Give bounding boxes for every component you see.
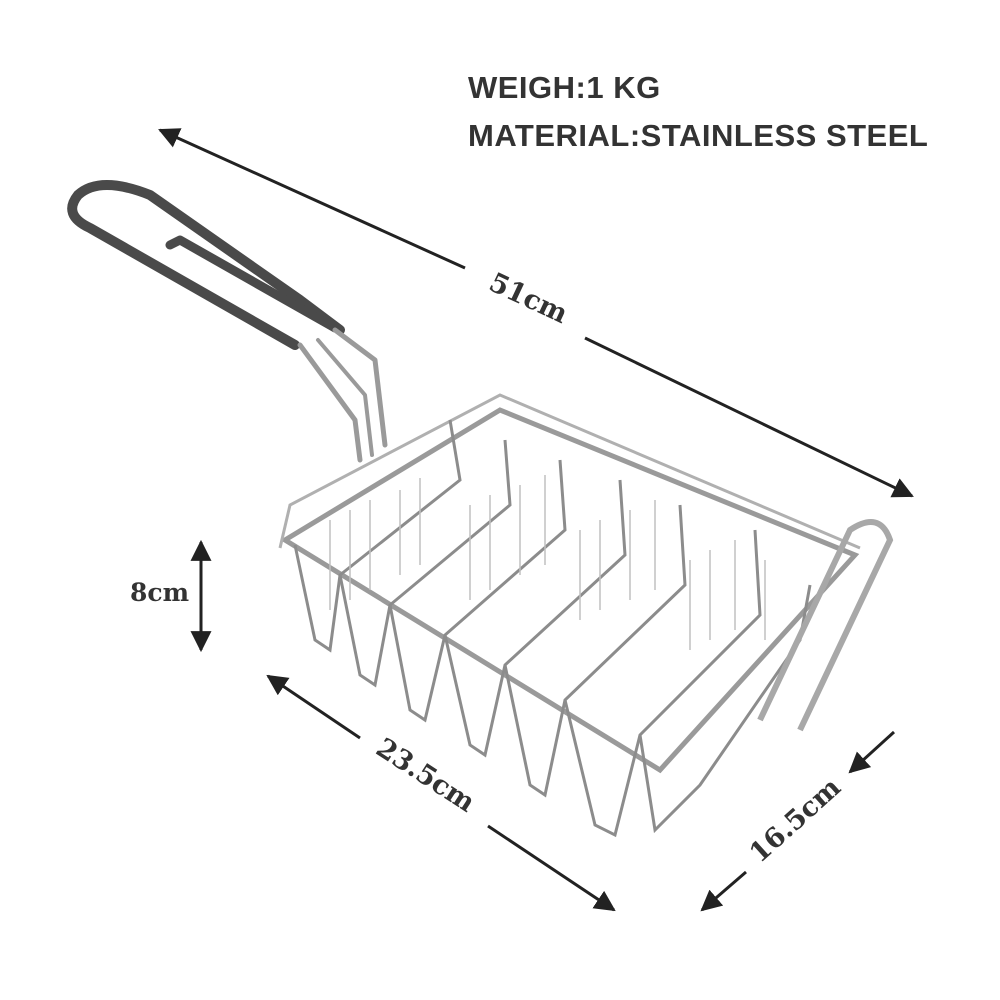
depth-arrow-lower (700, 870, 747, 912)
depth-arrow-upper (848, 730, 896, 774)
basket-rim (280, 407, 860, 774)
dimension-lines (158, 128, 914, 912)
length-arrow-upper (158, 128, 466, 270)
width-arrow-lower (487, 824, 616, 912)
spec-block: WEIGH:1 KG MATERIAL:STAINLESS STEEL (468, 64, 928, 160)
wire-basket (278, 393, 894, 838)
width-arrow-upper (266, 674, 361, 740)
height-label: 8cm (130, 578, 190, 607)
handle-wire (297, 342, 363, 463)
material-spec: MATERIAL:STAINLESS STEEL (468, 118, 929, 153)
handle-grip (67, 180, 345, 350)
basket-hook (757, 519, 894, 732)
weight-spec: WEIGH:1 KG (468, 70, 661, 105)
taco-slots (293, 419, 812, 838)
length-arrow-lower (584, 336, 914, 498)
basket-handle (67, 180, 388, 463)
